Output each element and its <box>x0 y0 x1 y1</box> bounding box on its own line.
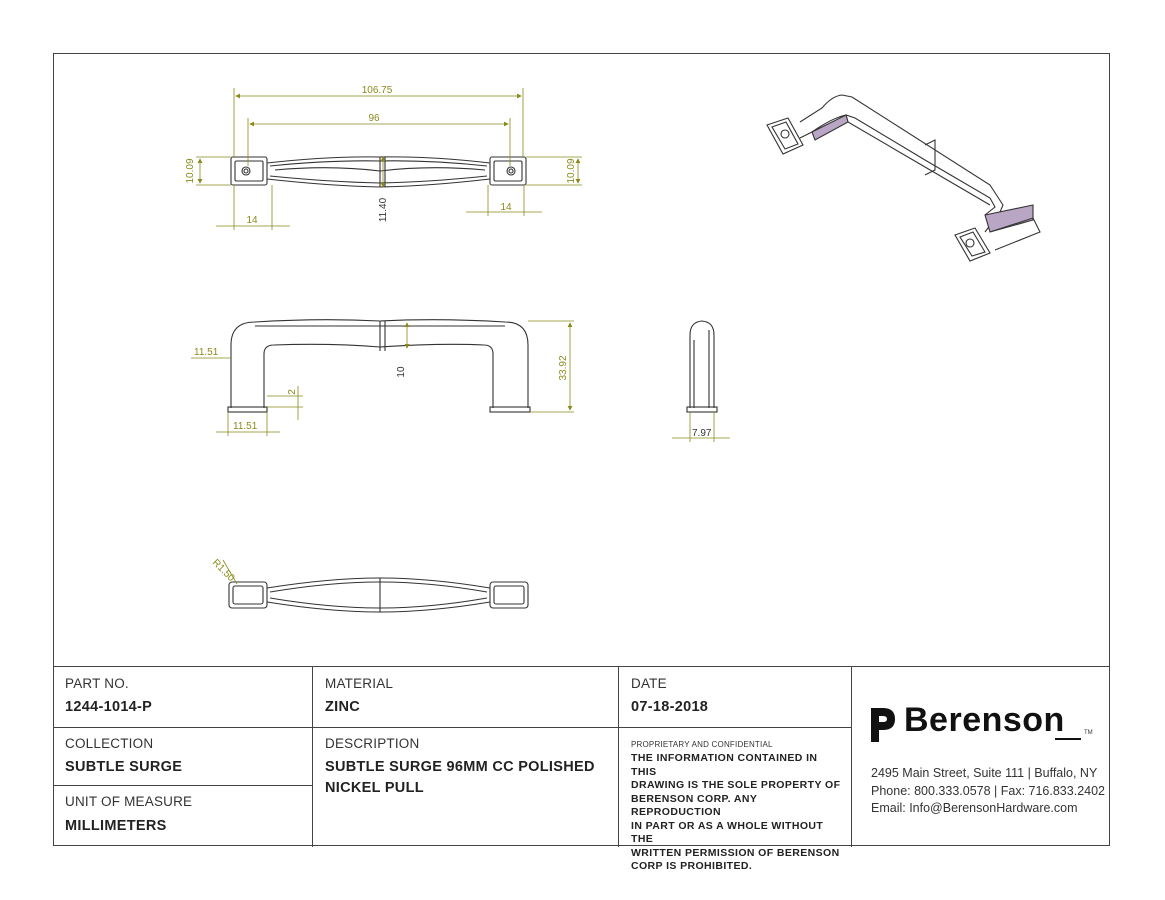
dim-left-height: 10.09 <box>185 158 196 183</box>
notice-line: BERENSON CORP. ANY REPRODUCTION <box>631 792 758 819</box>
company-address: 2495 Main Street, Suite 111 | Buffalo, N… <box>871 766 1098 780</box>
notice-line: THE INFORMATION CONTAINED IN THIS <box>631 752 818 778</box>
dim-overall-length: 106.75 <box>362 85 393 96</box>
confidential-cell: PROPRIETARY AND CONFIDENTIAL THE INFORMA… <box>619 727 851 872</box>
confidential-notice: THE INFORMATION CONTAINED IN THIS DRAWIN… <box>631 752 841 874</box>
dim-side-width: 7.97 <box>692 428 712 439</box>
title-block: PART NO. 1244-1014-P COLLECTION SUBTLE S… <box>53 666 1110 872</box>
unit-of-measure-value: MILLIMETERS <box>65 818 167 834</box>
dim-step: 2 <box>287 389 298 395</box>
dim-left-offset: 14 <box>246 215 258 226</box>
front-view-dimension-labels: 11.51 33.92 2 11.51 <box>194 347 569 432</box>
material-value: ZINC <box>325 699 361 715</box>
material-label: MATERIAL <box>325 676 394 691</box>
radius-leader <box>222 559 238 585</box>
front-view-dimensions <box>191 320 574 436</box>
date-cell: DATE 07-18-2018 <box>619 667 851 727</box>
unit-of-measure-cell: UNIT OF MEASURE MILLIMETERS <box>53 785 312 847</box>
company-name: Berenson <box>904 701 1065 739</box>
trademark-mark: TM <box>1084 730 1093 736</box>
date-label: DATE <box>631 676 667 691</box>
company-email: Email: Info@BerensonHardware.com <box>871 801 1078 815</box>
material-cell: MATERIAL ZINC <box>313 667 618 727</box>
side-view <box>686 320 718 413</box>
description-line-1: SUBTLE SURGE 96MM CC POLISHED <box>325 759 595 775</box>
dim-front-mid: 10 <box>396 366 407 378</box>
isometric-view <box>766 94 1041 262</box>
part-number-cell: PART NO. 1244-1014-P <box>53 667 312 727</box>
top-view-dimension-labels: 106.75 96 10.09 10.09 14 14 <box>185 85 577 226</box>
company-cell: Berenson TM 2495 Main Street, Suite 111 … <box>852 667 1110 847</box>
dim-right-offset: 14 <box>500 202 512 213</box>
dim-foot-width: 11.51 <box>233 421 258 432</box>
part-number-label: PART NO. <box>65 676 129 691</box>
title-divider <box>53 785 312 786</box>
notice-line: IN PART OR AS A WHOLE WITHOUT THE <box>631 819 824 846</box>
logo-underline <box>1055 738 1081 740</box>
collection-value: SUBTLE SURGE <box>65 759 183 775</box>
description-cell: DESCRIPTION SUBTLE SURGE 96MM CC POLISHE… <box>313 727 618 847</box>
side-view-dimensions <box>672 412 730 442</box>
collection-cell: COLLECTION SUBTLE SURGE <box>53 727 312 785</box>
title-divider <box>851 667 852 847</box>
top-view-dimensions <box>196 88 582 230</box>
drawing-sheet-frame <box>53 53 1110 846</box>
berenson-logo-icon <box>871 708 895 742</box>
top-view <box>230 156 527 188</box>
collection-label: COLLECTION <box>65 736 154 751</box>
notice-line: CORP IS PROHIBITED. <box>631 860 753 872</box>
title-divider <box>312 667 313 847</box>
title-divider <box>53 727 851 728</box>
title-divider <box>618 667 619 847</box>
part-number-value: 1244-1014-P <box>65 699 153 715</box>
confidential-heading: PROPRIETARY AND CONFIDENTIAL <box>631 740 773 749</box>
unit-of-measure-label: UNIT OF MEASURE <box>65 794 193 809</box>
dim-overall-height: 33.92 <box>558 355 569 380</box>
notice-line: DRAWING IS THE SOLE PROPERTY OF <box>631 779 841 791</box>
notice-line: WRITTEN PERMISSION OF BERENSON <box>631 846 840 859</box>
bottom-view <box>228 577 529 613</box>
front-view <box>227 319 531 413</box>
description-line-2: NICKEL PULL <box>325 780 424 796</box>
dim-right-height: 10.09 <box>566 158 577 183</box>
dim-foot-height: 11.51 <box>194 347 219 358</box>
description-label: DESCRIPTION <box>325 736 420 751</box>
company-phone-fax: Phone: 800.333.0578 | Fax: 716.833.2402 <box>871 784 1105 798</box>
technical-drawing: 106.75 96 10.09 10.09 14 14 11.40 11.51 … <box>185 85 1041 613</box>
dim-mid-width: 11.40 <box>378 197 389 222</box>
date-value: 07-18-2018 <box>631 699 709 715</box>
dim-center-to-center: 96 <box>368 113 380 124</box>
